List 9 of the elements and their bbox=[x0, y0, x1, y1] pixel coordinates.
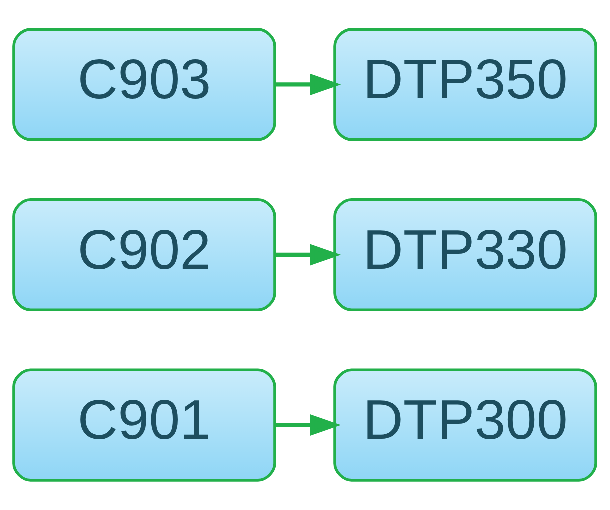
arrow bbox=[275, 244, 342, 266]
node-box: C903 bbox=[12, 28, 276, 142]
node-box: DTP300 bbox=[334, 368, 598, 482]
node-box: DTP330 bbox=[334, 198, 598, 312]
arrow bbox=[275, 74, 342, 96]
node-box: C901 bbox=[12, 368, 276, 482]
arrow bbox=[275, 414, 342, 436]
node-box: DTP350 bbox=[334, 28, 598, 142]
node-box: C902 bbox=[12, 198, 276, 312]
